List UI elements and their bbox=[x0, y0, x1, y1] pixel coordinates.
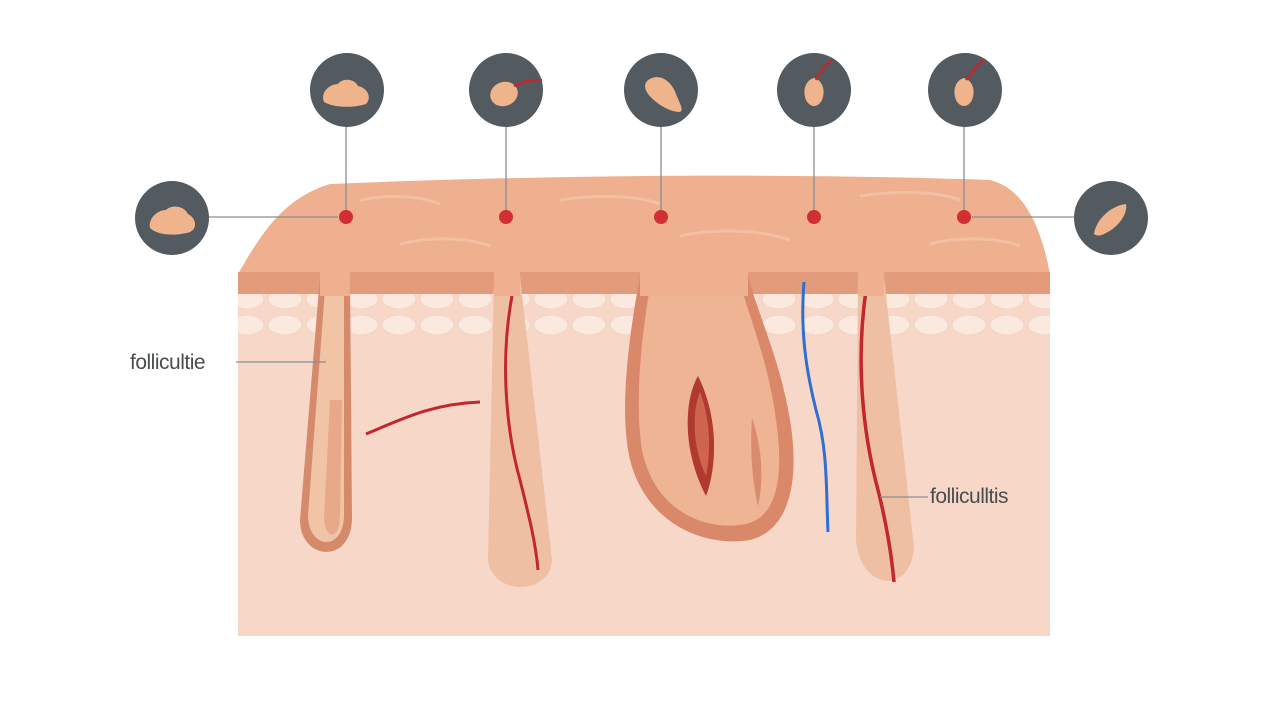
follicle-oval-icon bbox=[469, 53, 543, 127]
epidermis-top bbox=[238, 175, 1050, 274]
inflamed-pustule-icon bbox=[928, 53, 1002, 127]
marker-5 bbox=[957, 210, 971, 224]
hair-shaft-icon bbox=[1074, 181, 1148, 255]
papule-icon bbox=[135, 181, 209, 255]
leader-lines bbox=[208, 126, 1074, 498]
marker-4 bbox=[807, 210, 821, 224]
marker-2 bbox=[499, 210, 513, 224]
marker-3 bbox=[654, 210, 668, 224]
blood-vessel-2 bbox=[504, 295, 540, 571]
lesion-icon bbox=[624, 53, 698, 127]
callout-icons bbox=[135, 53, 1148, 255]
vein bbox=[801, 281, 830, 533]
follicle-5 bbox=[856, 276, 914, 583]
follicle-3-inflamed bbox=[625, 276, 794, 542]
surface-texture bbox=[359, 191, 1021, 248]
follicle-4 bbox=[801, 281, 830, 533]
capillary bbox=[365, 400, 481, 436]
follicle-openings bbox=[320, 272, 884, 296]
blood-vessel-5 bbox=[859, 289, 896, 583]
pustule-icon bbox=[777, 53, 851, 127]
follicle-1 bbox=[300, 276, 352, 552]
follicle-2 bbox=[365, 276, 552, 587]
label-right: folliculltis bbox=[930, 485, 1008, 508]
marker-1 bbox=[339, 210, 353, 224]
surface-markers bbox=[339, 210, 971, 224]
follicles bbox=[300, 272, 914, 587]
label-left: follicultie bbox=[130, 351, 205, 374]
blob-icon bbox=[310, 53, 384, 127]
